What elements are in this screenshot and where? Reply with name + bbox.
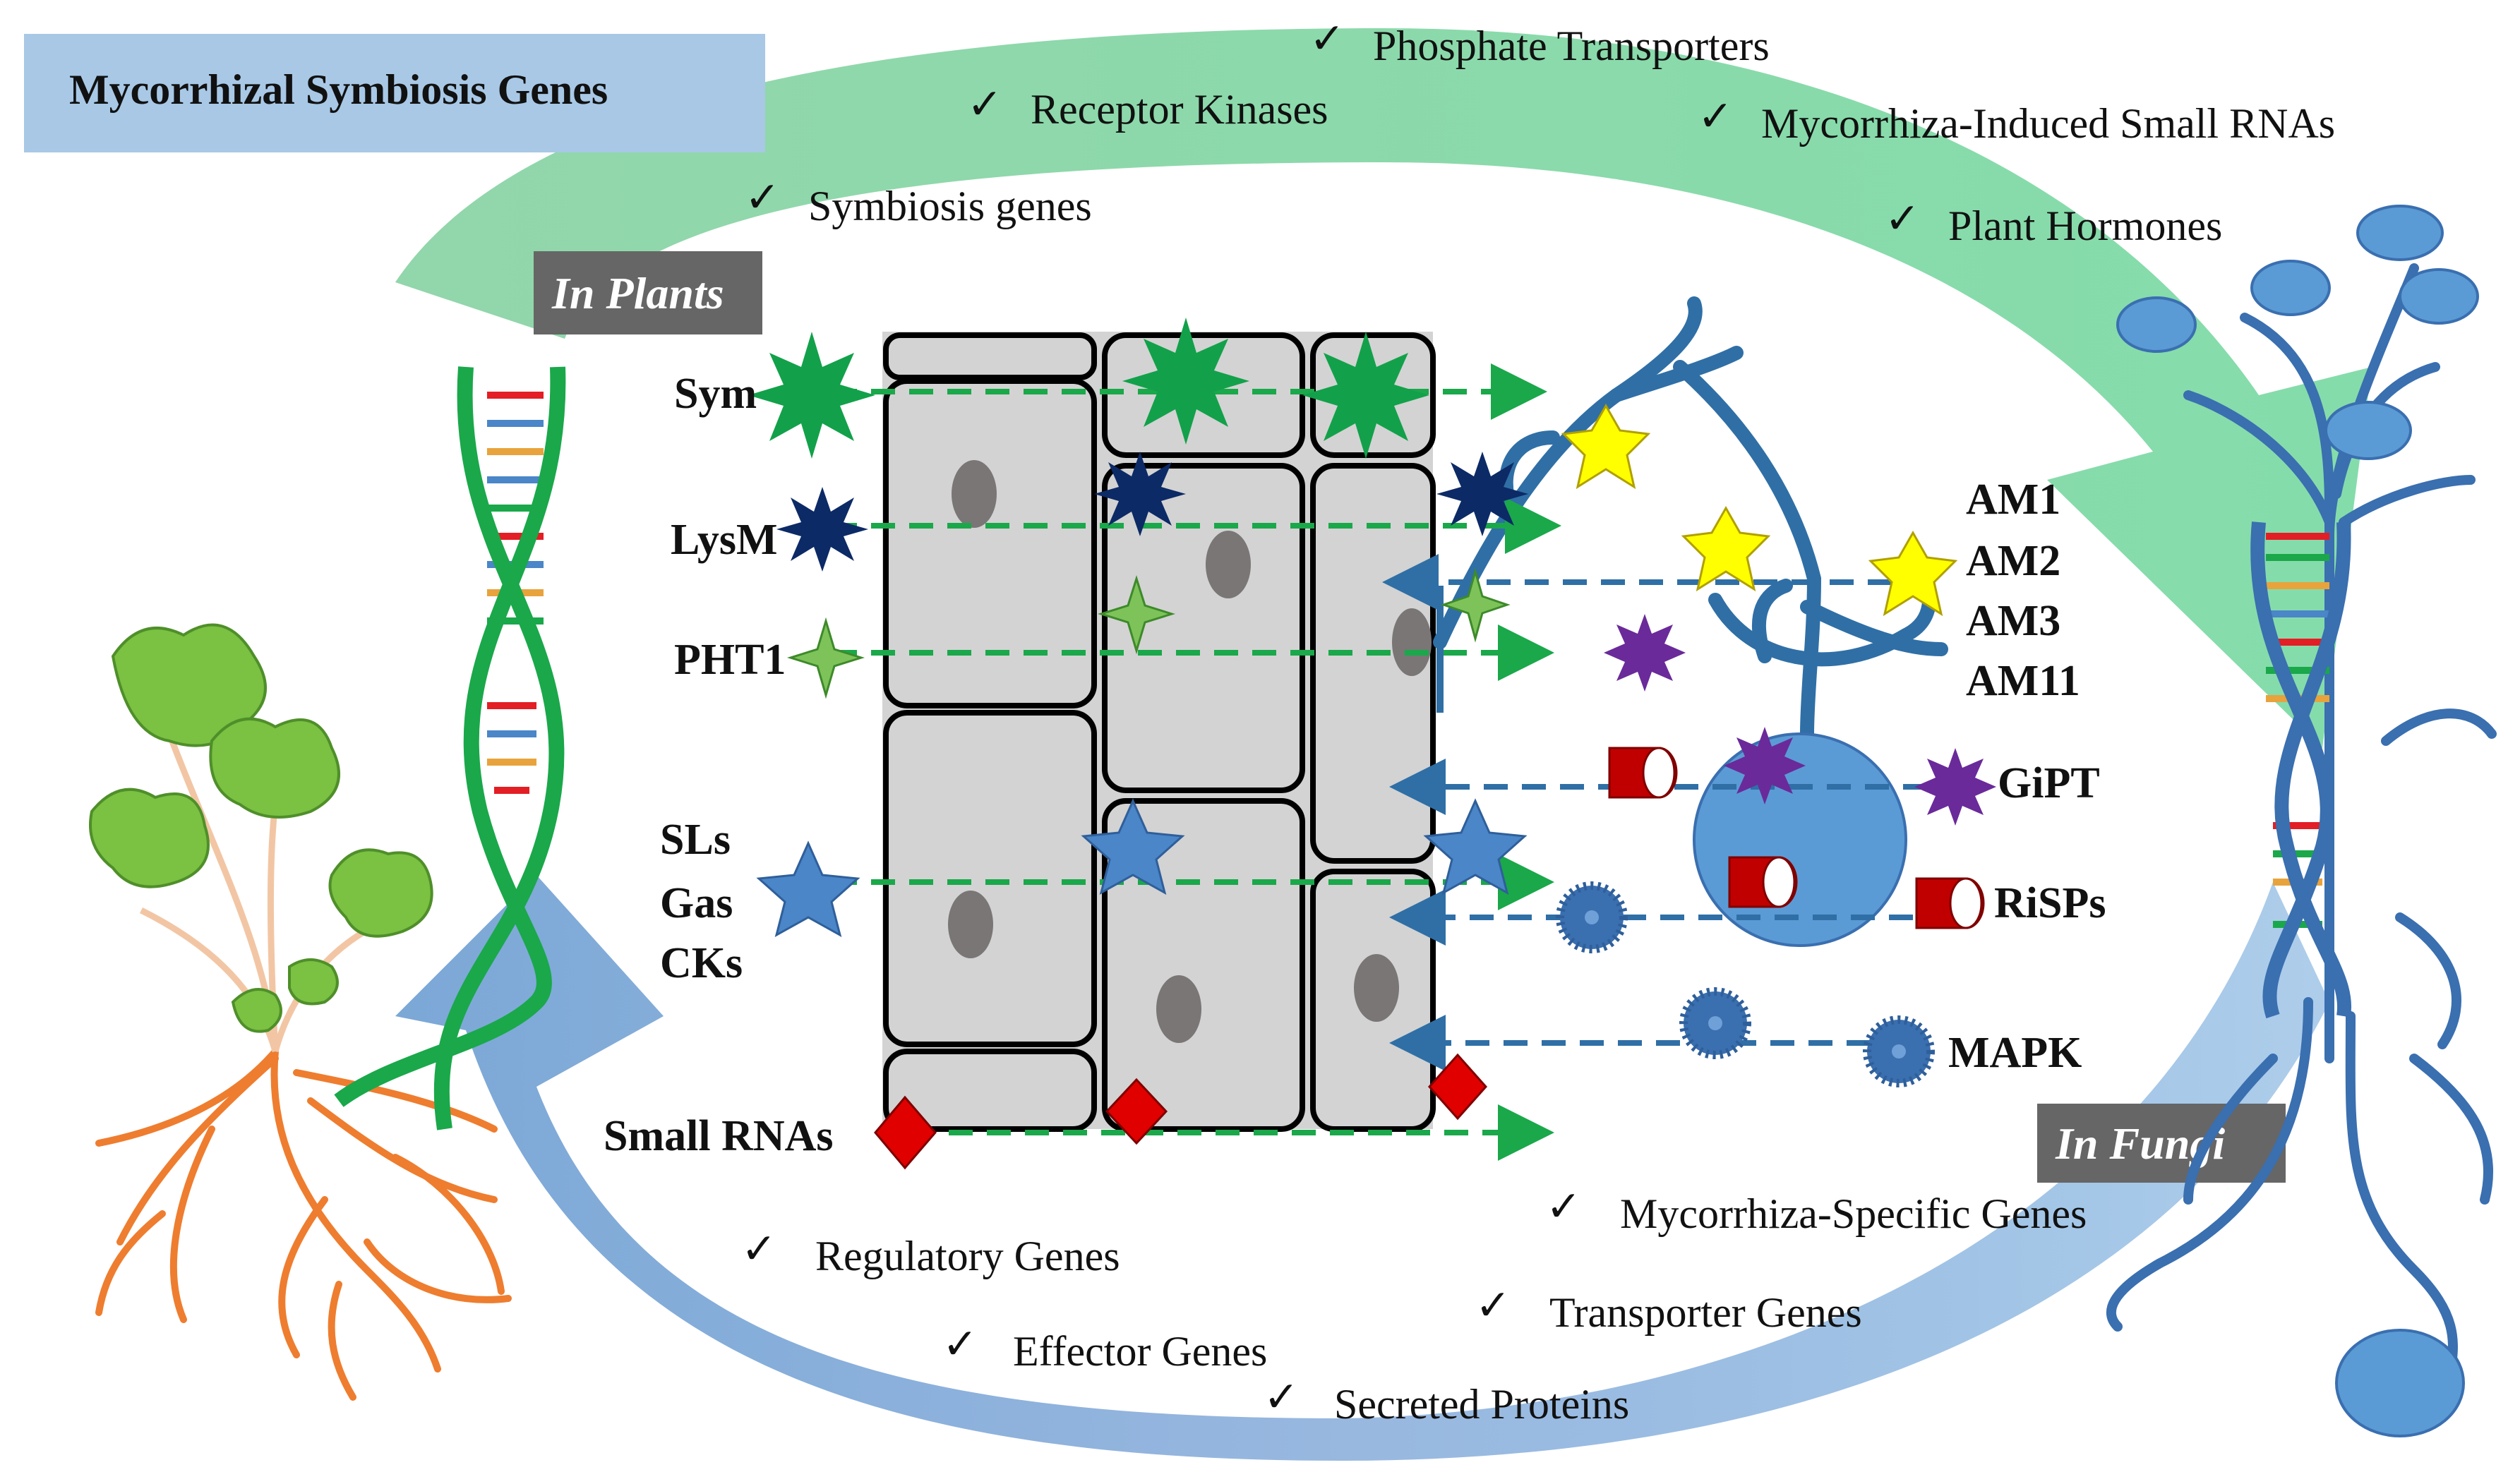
- label-am1: AM1: [1966, 476, 2060, 524]
- pht1-stars: [787, 567, 1511, 699]
- label-am2: AM2: [1966, 537, 2060, 585]
- risps-shapes: [1608, 747, 1985, 929]
- check-icon: ✓: [1885, 195, 1920, 242]
- in-plants-box: [534, 251, 762, 334]
- top-item-mycorrhiza-induced-small-rnas: Mycorrhiza-Induced Small RNAs: [1761, 100, 2335, 147]
- bottom-item-secreted-proteins: Secreted Proteins: [1334, 1381, 1629, 1428]
- in-plants-label: In Plants: [551, 268, 724, 318]
- top-item-receptor-kinases: Receptor Kinases: [1031, 86, 1328, 133]
- plant-cell-grid: [882, 332, 1436, 1132]
- check-icon: ✓: [1309, 16, 1345, 62]
- label-mapk: MAPK: [1948, 1029, 2082, 1077]
- plant-dna-helix: [334, 366, 566, 1130]
- check-icon: ✓: [967, 81, 1002, 128]
- check-icon: ✓: [1475, 1282, 1511, 1329]
- top-item-phosphate-transporters: Phosphate Transporters: [1373, 23, 1770, 69]
- sls-blue-stars: [756, 798, 1528, 938]
- label-sls: SLs: [660, 816, 731, 864]
- label-gipt: GiPT: [1998, 759, 2100, 807]
- green-cycle-arrow: [395, 28, 2372, 748]
- label-sym: Sym: [674, 370, 757, 418]
- top-item-symbiosis-genes: Symbiosis genes: [808, 183, 1092, 229]
- label-pht1: PHT1: [674, 636, 786, 684]
- small-rna-diamonds: [874, 1053, 1488, 1170]
- top-item-plant-hormones: Plant Hormones: [1948, 203, 2222, 249]
- blue-cycle-arrow: [395, 875, 2329, 1461]
- title-box: [24, 34, 765, 152]
- bottom-item-mycorrhiza-specific-genes: Mycorrhiza-Specific Genes: [1620, 1190, 2087, 1237]
- check-icon: ✓: [1546, 1183, 1581, 1230]
- mapk-spiky-balls: [1556, 881, 1935, 1087]
- bottom-item-effector-genes: Effector Genes: [1013, 1328, 1267, 1375]
- check-icon: ✓: [745, 174, 780, 221]
- check-icon: ✓: [1698, 93, 1733, 140]
- bottom-item-regulatory-genes: Regulatory Genes: [815, 1233, 1120, 1279]
- diagram-title: Mycorrhizal Symbiosis Genes: [69, 66, 608, 113]
- am-yellow-stars: [1561, 403, 1958, 617]
- lysm-starbursts: [776, 452, 1528, 572]
- label-cks: CKs: [660, 939, 743, 987]
- label-am3: AM3: [1966, 597, 2060, 645]
- gipt-starbursts: [1604, 614, 1996, 826]
- bottom-item-transporter-genes: Transporter Genes: [1549, 1289, 1862, 1336]
- check-icon: ✓: [741, 1226, 776, 1272]
- label-risps: RiSPs: [1994, 879, 2106, 927]
- check-icon: ✓: [1264, 1374, 1299, 1420]
- in-fungi-box: [2037, 1104, 2286, 1183]
- check-icon: ✓: [942, 1321, 978, 1368]
- fungal-hyphae: [1433, 296, 1948, 741]
- sym-starbursts: [748, 318, 1429, 459]
- fungal-dna-helix: [2250, 521, 2352, 1019]
- label-lysm: LysM: [671, 516, 778, 564]
- plant-illustration: [89, 623, 512, 1401]
- label-gas: Gas: [660, 879, 733, 927]
- label-small-rnas: Small RNAs: [604, 1112, 834, 1160]
- label-am11: AM11: [1966, 657, 2080, 705]
